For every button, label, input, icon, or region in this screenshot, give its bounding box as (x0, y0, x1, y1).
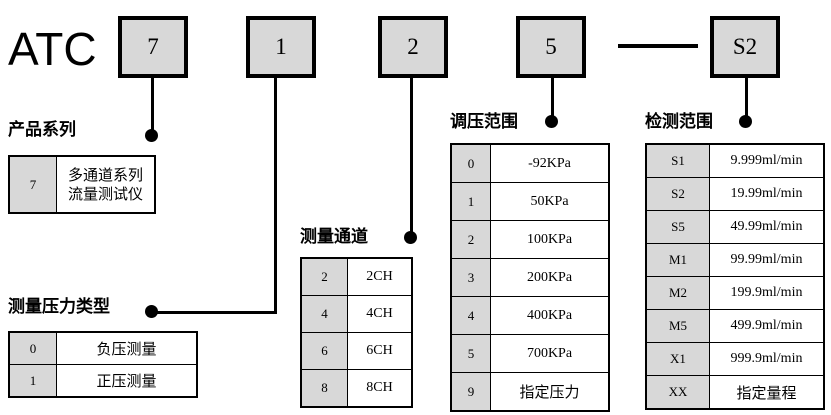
cell-desc: -92KPa (490, 143, 610, 183)
cell-desc: 19.99ml/min (709, 177, 825, 211)
table-pressure-range: 0 -92KPa 1 50KPa 2 100KPa 3 200KPa 4 400… (450, 143, 610, 412)
cell-desc: 9.999ml/min (709, 143, 825, 178)
table-row[interactable]: 7 多通道系列流量测试仪 (8, 155, 156, 214)
cell-code: 7 (8, 155, 57, 214)
cell-desc: 499.9ml/min (709, 309, 825, 343)
table-product-series: 7 多通道系列流量测试仪 (8, 155, 156, 214)
table-row[interactable]: S5 49.99ml/min (645, 210, 825, 244)
cell-desc: 400KPa (490, 296, 610, 335)
table-row[interactable]: 5 700KPa (450, 334, 610, 373)
table-pressure-type: 0 负压测量 1 正压测量 (8, 331, 198, 398)
cell-code: S5 (645, 210, 710, 244)
cell-desc: 负压测量 (56, 331, 198, 365)
cell-desc: 200KPa (490, 258, 610, 297)
cell-code: M5 (645, 309, 710, 343)
table-row[interactable]: 0 负压测量 (8, 331, 198, 365)
cell-code: S1 (645, 143, 710, 178)
group-label-product-series: 产品系列 (8, 120, 76, 139)
cell-code: M2 (645, 276, 710, 310)
cell-desc: 正压测量 (56, 364, 198, 398)
cell-desc: 2CH (347, 257, 413, 296)
table-row[interactable]: 2 100KPa (450, 220, 610, 259)
cell-desc: 指定压力 (490, 372, 610, 412)
group-label-pressure-type: 测量压力类型 (8, 297, 110, 316)
table-row[interactable]: 1 50KPa (450, 182, 610, 221)
table-row[interactable]: M1 99.99ml/min (645, 243, 825, 277)
group-label-measure-channel: 测量通道 (300, 227, 368, 246)
code-box-detection-range[interactable]: S2 (710, 16, 780, 78)
cell-code: 9 (450, 372, 491, 412)
connector-line-product-series (151, 78, 154, 136)
code-box-measure-channel[interactable]: 2 (378, 16, 448, 78)
cell-desc: 50KPa (490, 182, 610, 221)
cell-desc: 6CH (347, 332, 413, 370)
cell-desc: 4CH (347, 295, 413, 333)
cell-desc: 700KPa (490, 334, 610, 373)
cell-desc: 多通道系列流量测试仪 (56, 155, 156, 214)
table-detection-range: S1 9.999ml/min S2 19.99ml/min S5 49.99ml… (645, 143, 825, 410)
connector-line-detection-range (745, 78, 748, 122)
cell-desc: 8CH (347, 369, 413, 408)
table-row[interactable]: 0 -92KPa (450, 143, 610, 183)
table-row[interactable]: X1 999.9ml/min (645, 342, 825, 376)
table-row[interactable]: M2 199.9ml/min (645, 276, 825, 310)
cell-code: 6 (300, 332, 348, 370)
connector-dot-measure-channel (404, 231, 417, 244)
table-row[interactable]: 9 指定压力 (450, 372, 610, 412)
code-box-product-series[interactable]: 7 (118, 16, 188, 78)
code-box-pressure-type[interactable]: 1 (246, 16, 316, 78)
cell-code: 5 (450, 334, 491, 373)
group-label-pressure-range: 调压范围 (450, 112, 518, 131)
code-box-pressure-range[interactable]: 5 (516, 16, 586, 78)
part-number-separator-dash (618, 44, 698, 48)
part-number-prefix: ATC (8, 23, 97, 75)
cell-code: 3 (450, 258, 491, 297)
cell-code: XX (645, 375, 710, 410)
cell-code: X1 (645, 342, 710, 376)
cell-code: M1 (645, 243, 710, 277)
connector-line-measure-channel (410, 78, 413, 238)
group-label-detection-range: 检测范围 (645, 112, 713, 131)
table-row[interactable]: S2 19.99ml/min (645, 177, 825, 211)
connector-line-pressure-type-vertical (274, 78, 277, 314)
cell-desc: 999.9ml/min (709, 342, 825, 376)
cell-desc: 指定量程 (709, 375, 825, 410)
table-row[interactable]: 4 400KPa (450, 296, 610, 335)
cell-desc: 199.9ml/min (709, 276, 825, 310)
table-row[interactable]: 3 200KPa (450, 258, 610, 297)
cell-desc: 100KPa (490, 220, 610, 259)
table-row[interactable]: 6 6CH (300, 332, 413, 370)
cell-code: 0 (8, 331, 57, 365)
cell-code: 2 (450, 220, 491, 259)
cell-code: 8 (300, 369, 348, 408)
connector-dot-pressure-range (545, 115, 558, 128)
cell-code: 1 (450, 182, 491, 221)
table-row[interactable]: 2 2CH (300, 257, 413, 296)
table-row[interactable]: 1 正压测量 (8, 364, 198, 398)
connector-dot-product-series (145, 129, 158, 142)
connector-line-pressure-range (551, 78, 554, 122)
cell-code: 1 (8, 364, 57, 398)
cell-code: S2 (645, 177, 710, 211)
table-row[interactable]: XX 指定量程 (645, 375, 825, 410)
table-row[interactable]: S1 9.999ml/min (645, 143, 825, 178)
cell-desc: 49.99ml/min (709, 210, 825, 244)
table-row[interactable]: 8 8CH (300, 369, 413, 408)
table-row[interactable]: M5 499.9ml/min (645, 309, 825, 343)
table-measure-channel: 2 2CH 4 4CH 6 6CH 8 8CH (300, 257, 413, 408)
cell-code: 4 (300, 295, 348, 333)
connector-dot-detection-range (739, 115, 752, 128)
connector-dot-pressure-type (145, 305, 158, 318)
cell-code: 2 (300, 257, 348, 296)
cell-code: 4 (450, 296, 491, 335)
cell-desc: 99.99ml/min (709, 243, 825, 277)
cell-code: 0 (450, 143, 491, 183)
table-row[interactable]: 4 4CH (300, 295, 413, 333)
connector-line-pressure-type-horizontal (151, 311, 277, 314)
